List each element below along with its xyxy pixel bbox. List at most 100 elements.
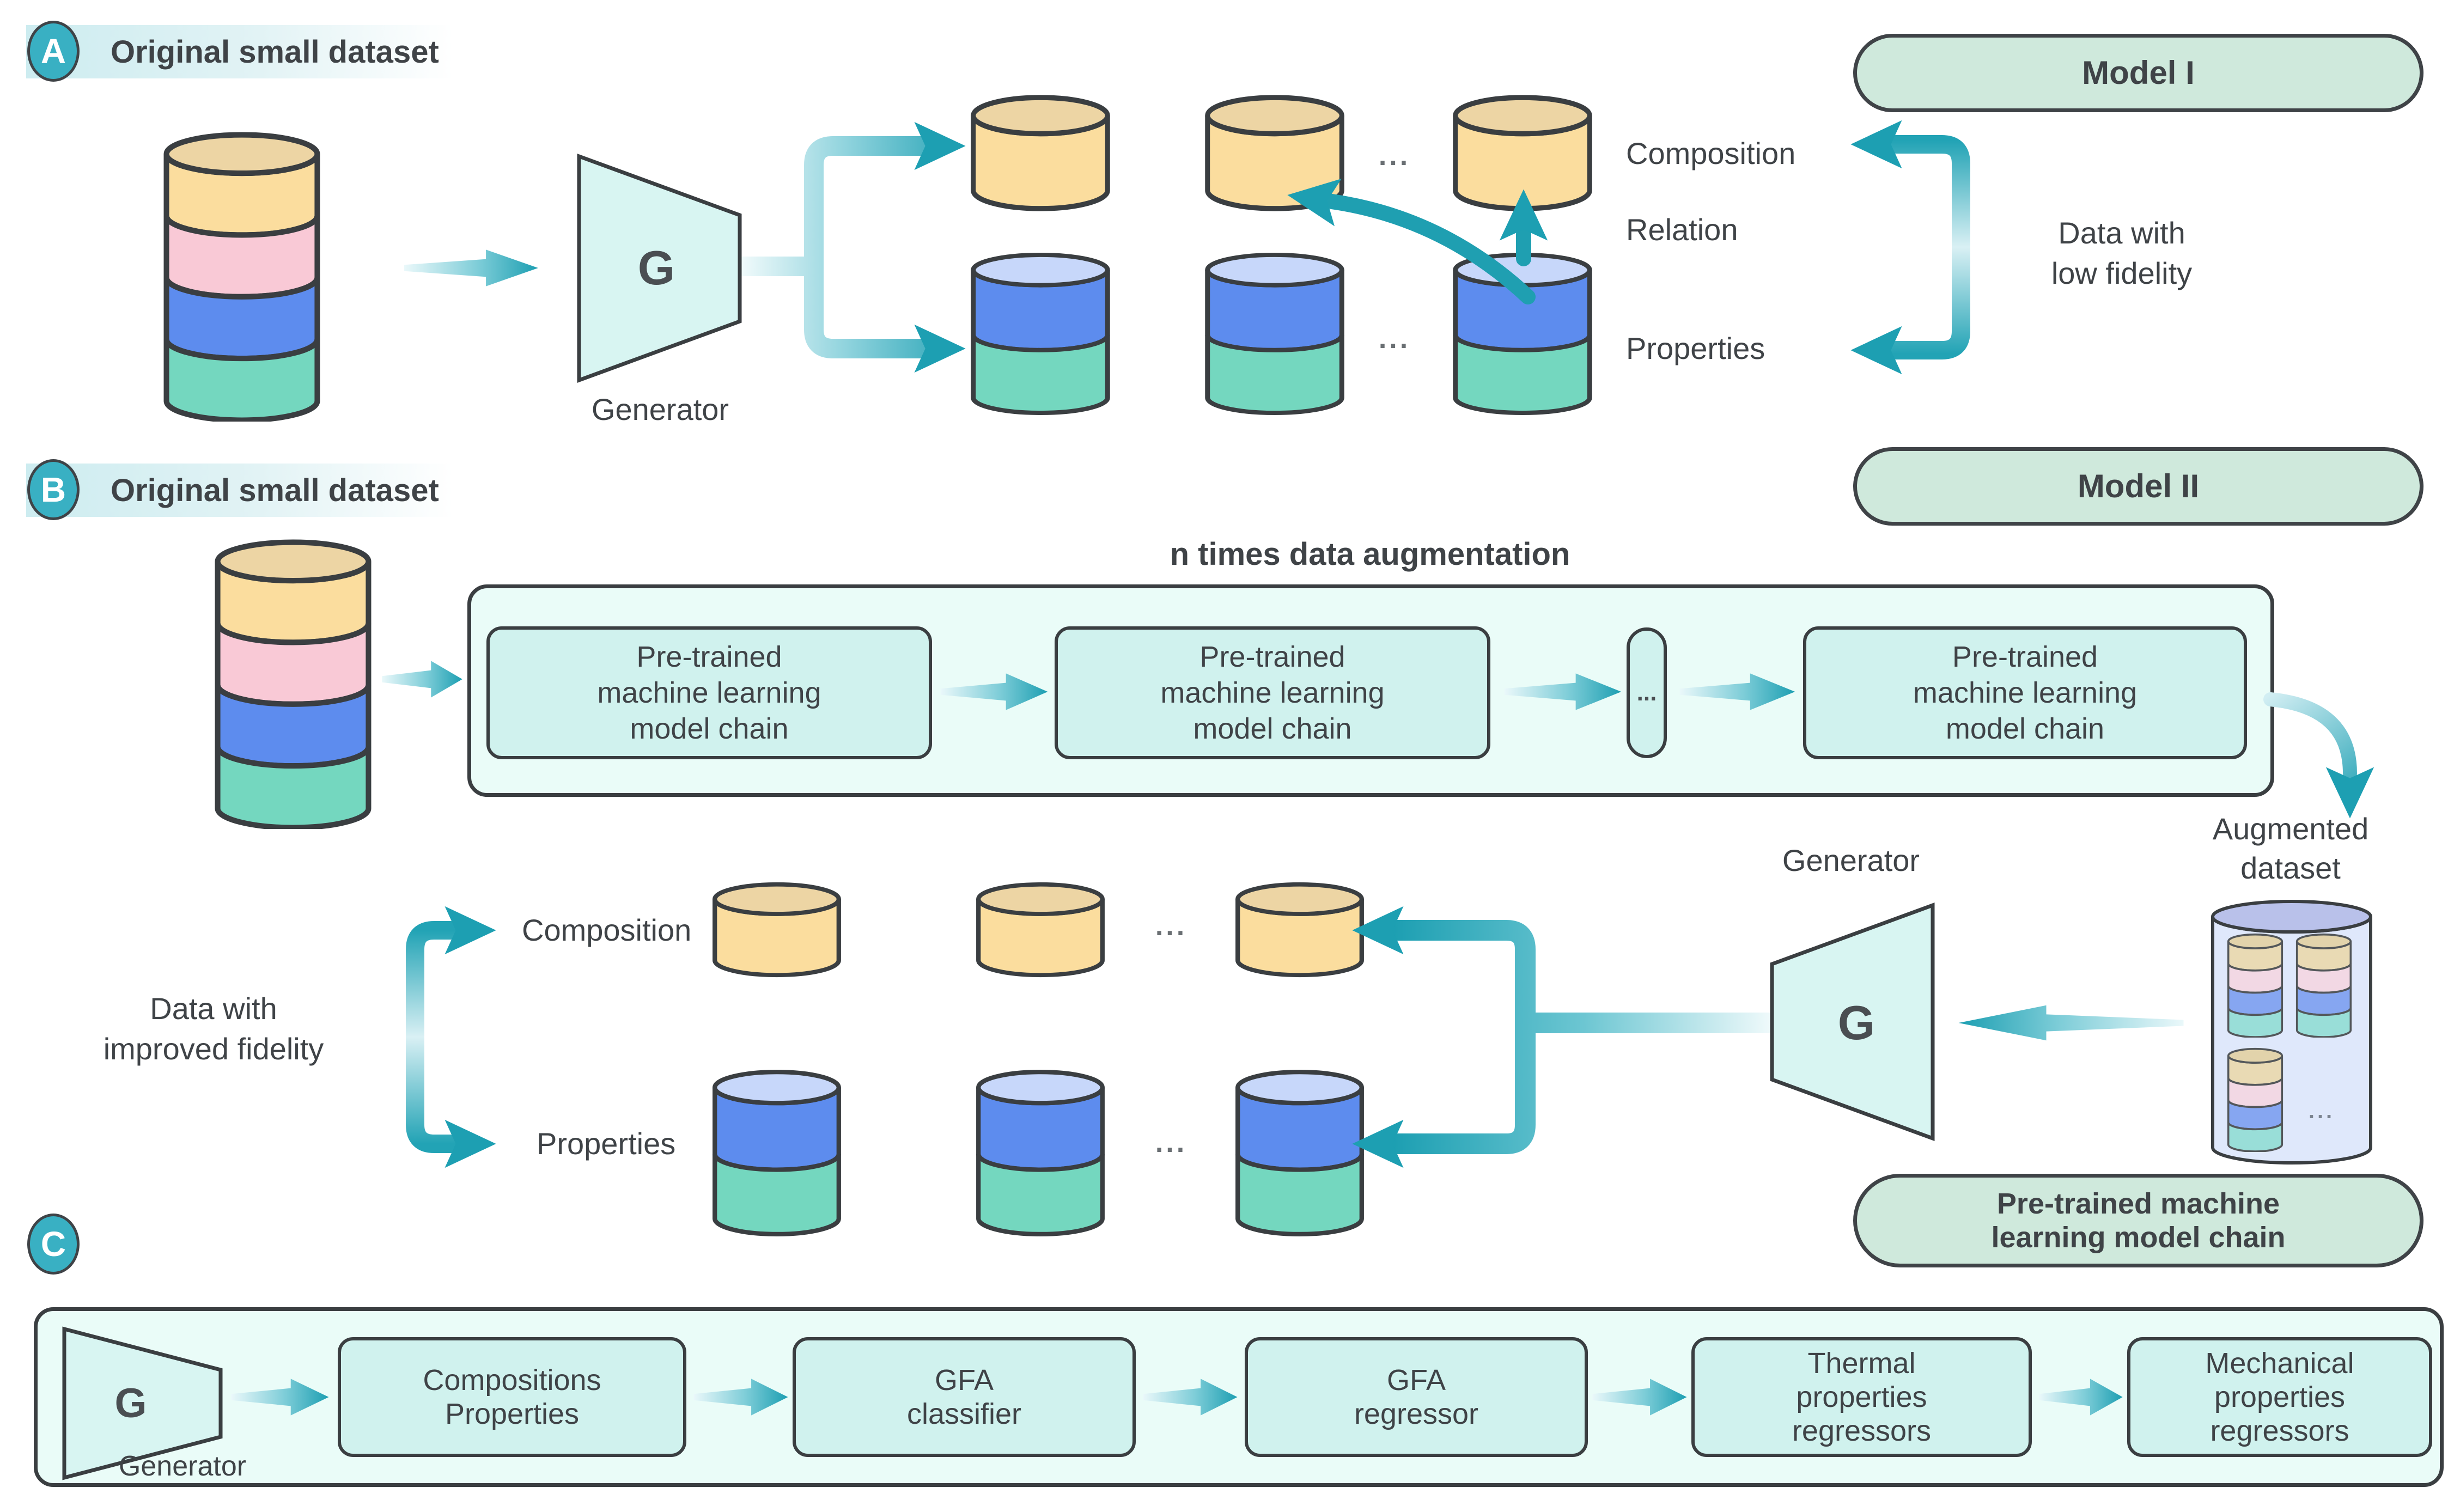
mechanical-regressors-box: Mechanical properties regressors: [2127, 1337, 2432, 1457]
thermal-regressors-line3: regressors: [1792, 1415, 1932, 1447]
model-ii-pill: Model II: [1853, 447, 2423, 526]
composition-cylinder-b1: [715, 885, 839, 975]
mini-dataset-cylinder-3: [2227, 1047, 2284, 1152]
chain-box-1-line2: machine learning: [597, 676, 821, 709]
composition-row-ellipsis-a: ...: [1378, 140, 1411, 172]
chain-box-2-line3: model chain: [1193, 712, 1352, 745]
chain-box-2-line1: Pre-trained: [1199, 641, 1345, 673]
properties-cylinder-a3: [1456, 255, 1590, 413]
improved-fidelity-label-line1: Data with: [150, 991, 277, 1026]
dataset-to-generator-arrow-a: [404, 249, 538, 286]
dataset-to-chain-arrow-b: [382, 661, 462, 698]
generator-g-a: G: [637, 241, 675, 295]
pretrained-chain-pill-line1: Pre-trained machine: [1996, 1187, 2280, 1220]
composition-cylinder-b2: [978, 885, 1103, 975]
properties-cylinder-a1: [973, 255, 1108, 413]
chain-box-1-line1: Pre-trained: [636, 641, 782, 673]
mechanical-regressors-line2: properties: [2214, 1381, 2346, 1413]
panel-b-badge: B: [27, 459, 80, 520]
properties-label-b: Properties: [537, 1126, 676, 1161]
gfa-classifier-box: GFA classifier: [793, 1337, 1136, 1457]
composition-cylinder-a1: [973, 97, 1108, 209]
gfa-regressor-box: GFA regressor: [1245, 1337, 1588, 1457]
generator-trapezoid-b: [1770, 902, 1935, 1142]
thermal-regressors-box: Thermal properties regressors: [1691, 1337, 2032, 1457]
model-i-label: Model I: [2082, 54, 2195, 91]
gfa-regressor-line1: GFA: [1386, 1364, 1446, 1397]
panel-a-header-bar: Original small dataset: [26, 25, 451, 78]
generator-g-b: G: [1837, 996, 1875, 1050]
chain-box-2: Pre-trained machine learning model chain: [1055, 626, 1490, 759]
n-times-title: n times data augmentation: [1170, 536, 1570, 572]
chain-box-1-line3: model chain: [630, 712, 789, 745]
chain-box-3: Pre-trained machine learning model chain: [1803, 626, 2247, 759]
augmented-to-generator-arrow: [1958, 1005, 2184, 1041]
properties-row-ellipsis-a: ...: [1378, 323, 1411, 355]
panel-b-header-bar: Original small dataset: [26, 464, 451, 517]
properties-cylinder-b1: [715, 1072, 839, 1234]
mechanical-regressors-line1: Mechanical: [2205, 1347, 2354, 1380]
generator-label-a: Generator: [591, 392, 729, 426]
pipeline-arrow-5: [2039, 1379, 2123, 1416]
chain-ellipsis: ...: [1636, 679, 1657, 706]
chain-arrow-3: [1679, 673, 1795, 710]
panel-a-badge: A: [27, 21, 80, 82]
augmented-cylinder-cap: [2211, 900, 2372, 934]
gfa-classifier-line2: classifier: [906, 1398, 1022, 1430]
improved-fidelity-arrow-top: [406, 906, 496, 1041]
chain-box-2-line2: machine learning: [1160, 676, 1385, 709]
mini-dataset-cylinder-2: [2295, 933, 2352, 1038]
panel-b-badge-letter: B: [40, 470, 66, 509]
panel-a-badge-letter: A: [40, 32, 66, 71]
gfa-classifier-line1: GFA: [934, 1364, 994, 1397]
compositions-properties-line1: Compositions: [423, 1364, 601, 1397]
thermal-regressors-line2: properties: [1796, 1381, 1927, 1413]
generator-label-c: Generator: [118, 1450, 247, 1482]
low-fidelity-arrow-bottom: [1850, 236, 1970, 375]
panel-a-title: Original small dataset: [111, 34, 439, 70]
mechanical-regressors-line3: regressors: [2210, 1415, 2349, 1447]
dataset-cylinder-b: [218, 542, 369, 828]
pipeline-arrow-4: [1592, 1379, 1687, 1416]
augmented-dataset-cylinder: [2211, 900, 2372, 1165]
compositions-properties-box: Compositions Properties: [338, 1337, 686, 1457]
low-fidelity-label-line2: low fidelity: [2051, 256, 2193, 290]
composition-label-b: Composition: [522, 913, 692, 947]
improved-fidelity-arrow-bottom: [406, 1023, 496, 1168]
model-i-pill: Model I: [1853, 34, 2423, 112]
pretrained-chain-pill-line2: learning model chain: [1991, 1221, 2286, 1254]
pipeline-arrow-3: [1143, 1379, 1238, 1416]
generator-g-c: G: [114, 1380, 147, 1426]
chain-arrow-1: [940, 673, 1048, 710]
relation-arrow-curve: [1287, 178, 1536, 304]
properties-cylinder-b2: [978, 1072, 1103, 1234]
properties-row-ellipsis-b: ...: [1155, 1127, 1188, 1159]
panel-b-title: Original small dataset: [111, 472, 439, 508]
chain-box-3-line3: model chain: [1945, 712, 2105, 745]
properties-label-a: Properties: [1626, 331, 1765, 365]
pipeline-arrow-1: [231, 1379, 329, 1416]
thermal-regressors-line1: Thermal: [1807, 1347, 1916, 1380]
generator-feed-arrow-top: [1352, 906, 1782, 1033]
compositions-properties-line2: Properties: [444, 1398, 580, 1430]
chain-box-3-line1: Pre-trained: [1952, 641, 2098, 673]
chain-arrow-2: [1504, 673, 1622, 710]
relation-label-a: Relation: [1626, 212, 1738, 247]
composition-cylinder-a2: [1208, 97, 1342, 209]
augmented-dataset-label-line2: dataset: [2240, 851, 2341, 885]
composition-row-ellipsis-b: ...: [1155, 910, 1188, 942]
chain-box-1: Pre-trained machine learning model chain: [486, 626, 932, 759]
dataset-cylinder-a: [167, 135, 318, 420]
generator-split-arrow-top: [732, 121, 966, 276]
pretrained-chain-pill: Pre-trained machine learning model chain: [1853, 1174, 2423, 1267]
properties-cylinder-b3: [1238, 1072, 1362, 1234]
generator-feed-arrow-bottom: [1352, 1013, 1782, 1168]
composition-cylinder-b3: [1238, 885, 1362, 975]
mini-dataset-cylinder-1: [2227, 933, 2284, 1038]
generator-label-b: Generator: [1782, 843, 1920, 877]
chain-ellipsis-box: ...: [1627, 627, 1667, 758]
model-ii-label: Model II: [2077, 468, 2200, 504]
gfa-regressor-line2: regressor: [1354, 1398, 1479, 1430]
